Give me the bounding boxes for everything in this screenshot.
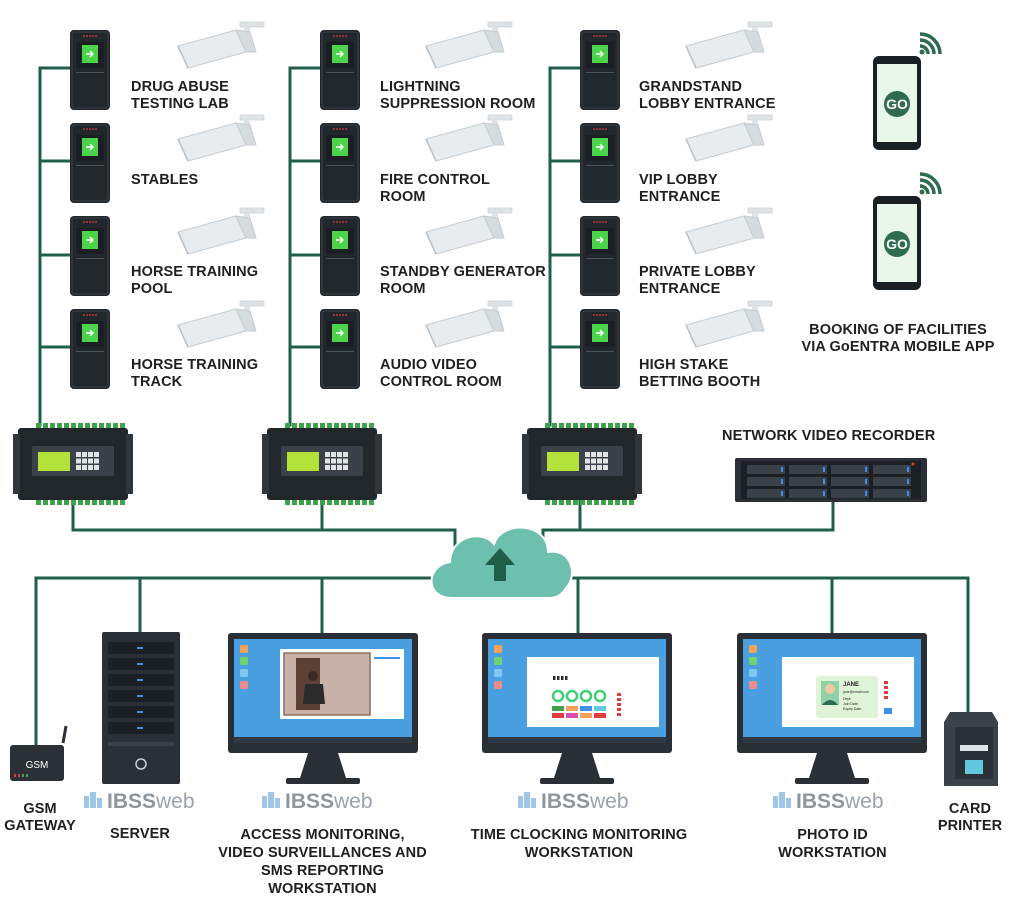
mobile-phone-icon: GO: [873, 172, 942, 290]
cctv-camera-icon: [177, 21, 265, 69]
door-controller: [522, 423, 642, 505]
card-printer-device: [944, 712, 998, 786]
card-reader: [70, 309, 110, 389]
cctv-camera-icon: [685, 300, 773, 348]
cctv-camera-icon: [177, 207, 265, 255]
card-reader: [580, 123, 620, 203]
card-reader: [70, 123, 110, 203]
nvr-label: NETWORK VIDEO RECORDER: [722, 428, 936, 444]
server-tower: [102, 632, 180, 784]
card-reader: [320, 309, 360, 389]
cctv-camera-icon: [685, 21, 773, 69]
building-icon: [773, 792, 793, 810]
cctv-camera-icon: [685, 207, 773, 255]
time-clocking-monitor: [482, 633, 672, 784]
building-icon: [262, 792, 282, 810]
ibssweb-logo: IBSSweb: [773, 790, 884, 814]
door-label-stables: STABLES: [131, 172, 199, 188]
access-monitoring-monitor: [228, 633, 418, 784]
cctv-camera-icon: [425, 114, 513, 162]
id-card-text: Dept:: [843, 697, 851, 701]
ibssweb-logo: IBSSweb: [262, 790, 373, 814]
card-reader: [580, 30, 620, 110]
card-reader: [70, 216, 110, 296]
building-icon: [518, 792, 538, 810]
cloud-upload-icon: [430, 526, 573, 599]
id-card-text: JANE: [843, 682, 859, 688]
id-card-text: jane@email.com: [842, 690, 869, 694]
cctv-camera-icon: [425, 207, 513, 255]
cctv-camera-icon: [685, 114, 773, 162]
goentra-app-icon: GO: [886, 96, 908, 112]
id-card-text: Join Date:: [843, 702, 859, 706]
card-reader: [320, 30, 360, 110]
connection-lines: [34, 66, 970, 747]
cctv-camera-icon: [425, 300, 513, 348]
ibssweb-logo: IBSSweb: [84, 790, 195, 814]
door-controller: [262, 423, 382, 505]
goentra-app-icon: GO: [886, 236, 908, 252]
card-reader: [580, 309, 620, 389]
wifi-signal-icon: [919, 32, 942, 55]
card-reader: [580, 216, 620, 296]
building-icon: [84, 792, 104, 810]
network-video-recorder: [735, 458, 927, 502]
gsm-gateway-device: GSM: [10, 725, 68, 781]
mobile-phone-icon: GO: [873, 32, 942, 150]
gsm-device-text: GSM: [26, 760, 49, 771]
cctv-camera-icon: [177, 300, 265, 348]
wifi-signal-icon: [919, 172, 942, 195]
card-reader: [320, 123, 360, 203]
card-reader: [320, 216, 360, 296]
ibssweb-logo: IBSSweb: [518, 790, 629, 814]
cctv-camera-icon: [177, 114, 265, 162]
door-controller: [13, 423, 133, 505]
cctv-camera-icon: [425, 21, 513, 69]
card-reader: [70, 30, 110, 110]
server-label: SERVER: [110, 826, 170, 842]
workstation-label-access-monitoring: ACCESS MONITORING,VIDEO SURVEILLANCES AN…: [218, 827, 427, 897]
id-card-text: Expiry Date:: [843, 707, 862, 711]
